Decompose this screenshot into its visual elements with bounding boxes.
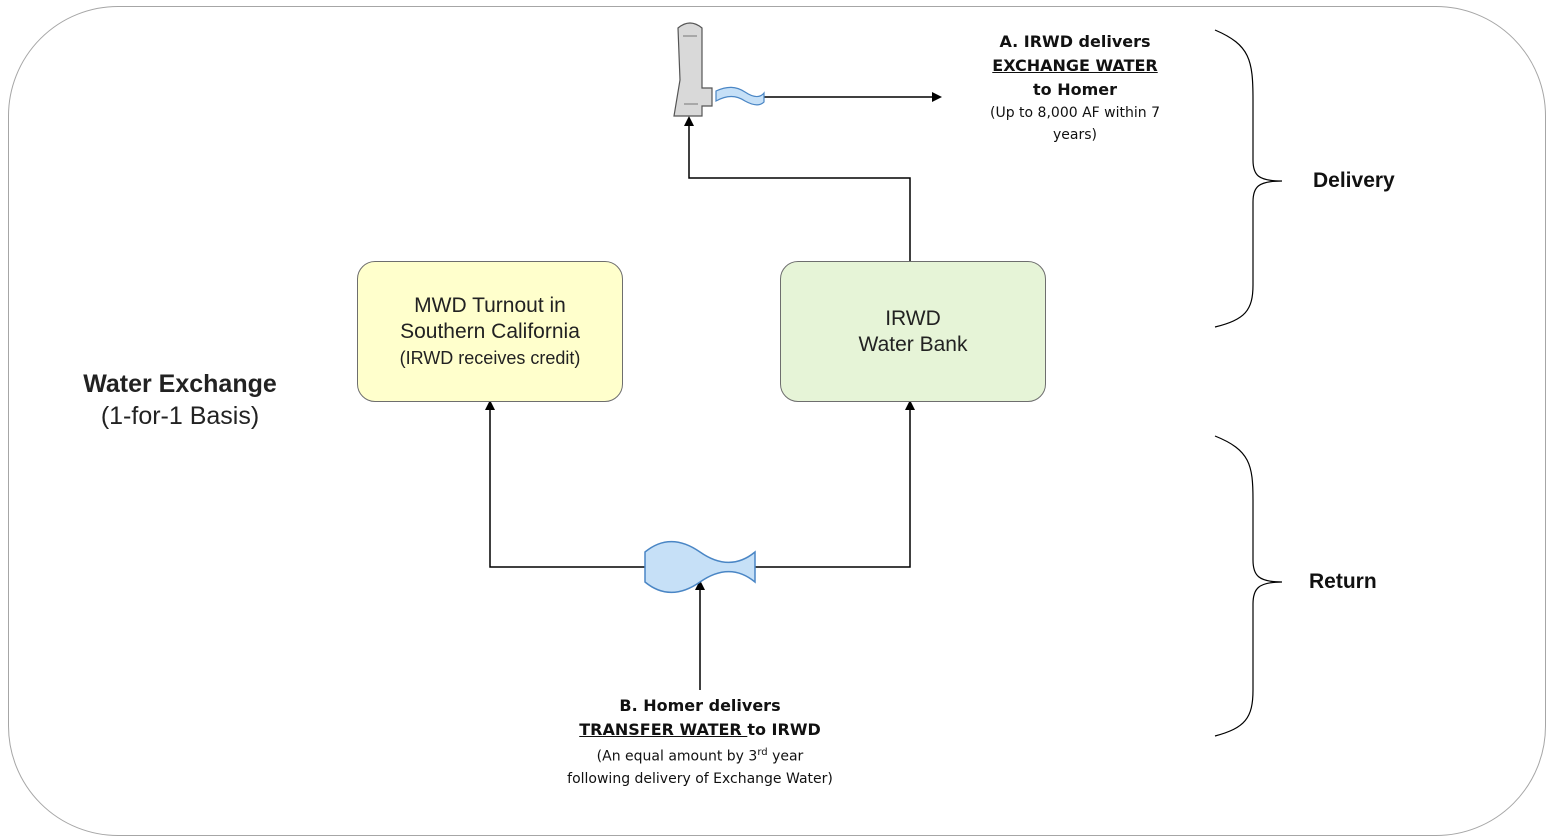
connector-to-bank bbox=[755, 400, 915, 568]
title-sub: (1-for-1 Basis) bbox=[100, 402, 260, 430]
connector-to-mwd bbox=[485, 400, 645, 568]
note-a-line1: A. IRWD delivers bbox=[999, 32, 1151, 51]
diagram-canvas: MWD Turnout in Southern California (IRWD… bbox=[8, 6, 1546, 836]
note-b-line2-underlined: TRANSFER WATER bbox=[579, 720, 748, 739]
mwd-turnout-box: MWD Turnout in Southern California (IRWD… bbox=[357, 261, 623, 402]
return-brace bbox=[1214, 435, 1283, 737]
note-b-line2-rest: to IRWD bbox=[747, 720, 821, 739]
diagram-title: Water Exchange (1-for-1 Basis) bbox=[30, 368, 330, 432]
mwd-line3: (IRWD receives credit) bbox=[399, 347, 581, 368]
note-b-line1: B. Homer delivers bbox=[619, 696, 781, 715]
note-b-line3-sup: rd bbox=[757, 747, 768, 758]
outlet-water-icon bbox=[715, 86, 765, 106]
return-label: Return bbox=[1309, 570, 1377, 593]
delivery-connectors bbox=[684, 92, 942, 261]
bank-line2: Water Bank bbox=[858, 332, 968, 356]
note-b-line3: (An equal amount by 3rd year bbox=[510, 742, 890, 768]
note-b-line2: TRANSFER WATER to IRWD bbox=[510, 718, 890, 742]
braces bbox=[1214, 29, 1283, 737]
delivery-brace bbox=[1214, 29, 1283, 328]
note-b-line3-post: year bbox=[767, 748, 804, 765]
note-b-line3-pre: (An equal amount by 3 bbox=[596, 748, 758, 765]
note-a-line4: (Up to 8,000 AF within 7 bbox=[990, 105, 1160, 121]
water-symbol-icon bbox=[644, 540, 756, 594]
connector-bank-to-pump bbox=[684, 116, 911, 261]
mwd-line1: MWD Turnout in bbox=[414, 293, 566, 317]
note-a-delivery: A. IRWD delivers EXCHANGE WATER to Homer… bbox=[930, 30, 1220, 146]
delivery-label: Delivery bbox=[1313, 169, 1395, 192]
pump-icon bbox=[673, 22, 765, 117]
mwd-line2: Southern California bbox=[400, 319, 580, 343]
note-a-line2: EXCHANGE WATER bbox=[992, 56, 1158, 75]
title-main: Water Exchange bbox=[83, 370, 277, 398]
note-b-line4: following delivery of Exchange Water) bbox=[567, 770, 833, 787]
note-a-line3: to Homer bbox=[1032, 80, 1117, 99]
connector-layer bbox=[485, 22, 1283, 737]
note-a-line5: years) bbox=[1053, 127, 1097, 143]
note-b-return: B. Homer delivers TRANSFER WATER to IRWD… bbox=[510, 694, 890, 790]
bank-line1: IRWD bbox=[885, 306, 941, 330]
irwd-water-bank-box: IRWD Water Bank bbox=[780, 261, 1046, 402]
return-connectors bbox=[485, 400, 915, 690]
